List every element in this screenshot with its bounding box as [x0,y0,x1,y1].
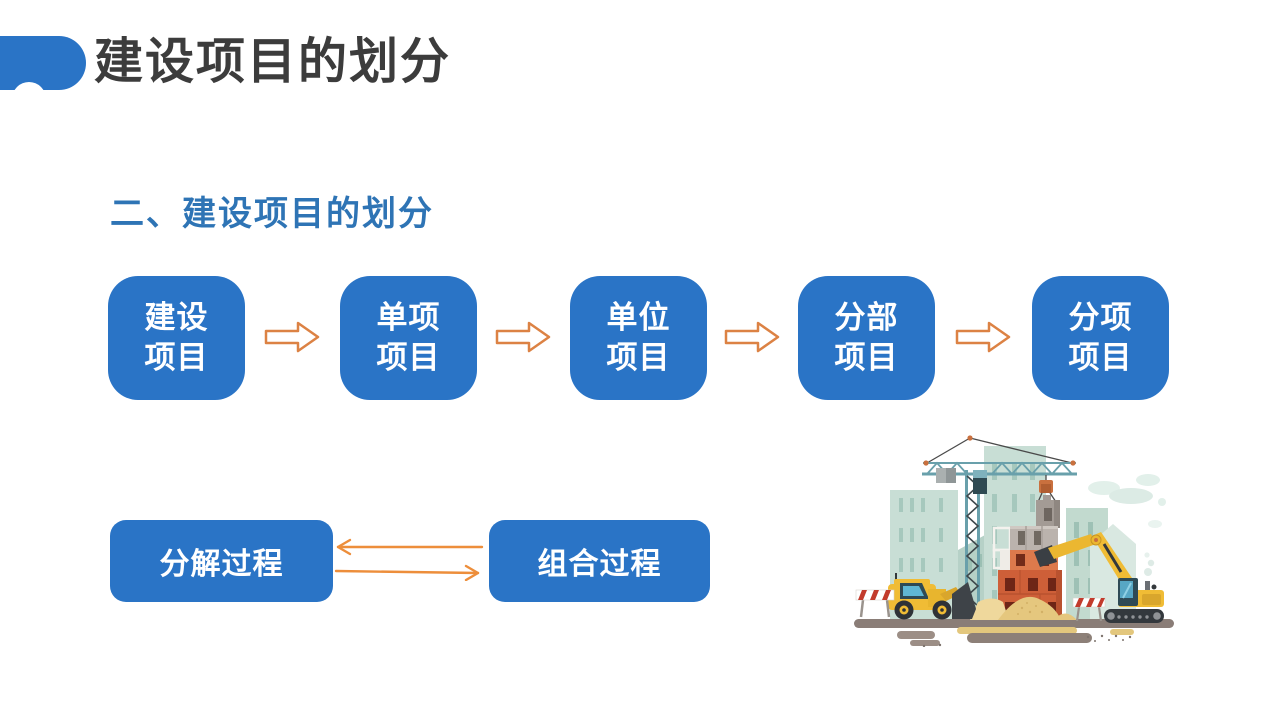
process-box-compose: 组合过程 [489,520,710,602]
flow-box-label-line1: 建设 [144,300,209,335]
process-box-label: 组合过程 [537,548,662,581]
wheel-loader [888,573,976,620]
clouds [1088,474,1166,528]
flow-box-label-line2: 项目 [1068,340,1133,375]
flow-box-label-line2: 项目 [144,340,209,375]
flow-box-label-line2: 项目 [376,340,441,375]
flow-box-danxiang: 单项 项目 [340,276,477,400]
flow-box-label-line1: 单位 [606,300,671,335]
construction-site-illustration [854,435,1174,647]
crane-hook-and-block [1036,475,1060,528]
safety-barrier-right [1072,597,1106,622]
flow-box-jianshe: 建设 项目 [108,276,245,400]
page-title: 建设项目的划分 [94,35,452,89]
ground [854,619,1174,647]
flow-box-fenbu: 分部 项目 [798,276,935,400]
flow-box-label-line2: 项目 [834,340,899,375]
flow-box-label-line1: 单项 [376,300,441,335]
sand-piles [970,596,1077,620]
process-box-decompose: 分解过程 [110,520,333,602]
flow-box-label-line1: 分项 [1068,300,1133,335]
safety-barrier-left [855,589,895,618]
flow-box-fenxiang: 分项 项目 [1032,276,1169,400]
right-block-arrow-icon [955,321,1011,353]
bidirectional-arrows-icon [334,538,484,581]
title-accent-circle [12,82,46,116]
flow-box-label-line2: 项目 [606,340,671,375]
flow-box-label-line1: 分部 [834,300,899,335]
title-accent-pill [0,36,86,116]
right-block-arrow-icon [264,321,320,353]
flow-box-danwei: 单位 项目 [570,276,707,400]
right-block-arrow-icon [724,321,780,353]
excavator-arm [1034,532,1134,586]
excavator-body [1104,552,1164,623]
ground-speckles [922,634,1132,647]
right-block-arrow-icon [495,321,551,353]
process-box-label: 分解过程 [159,548,284,581]
section-subtitle: 二、建设项目的划分 [110,195,434,233]
